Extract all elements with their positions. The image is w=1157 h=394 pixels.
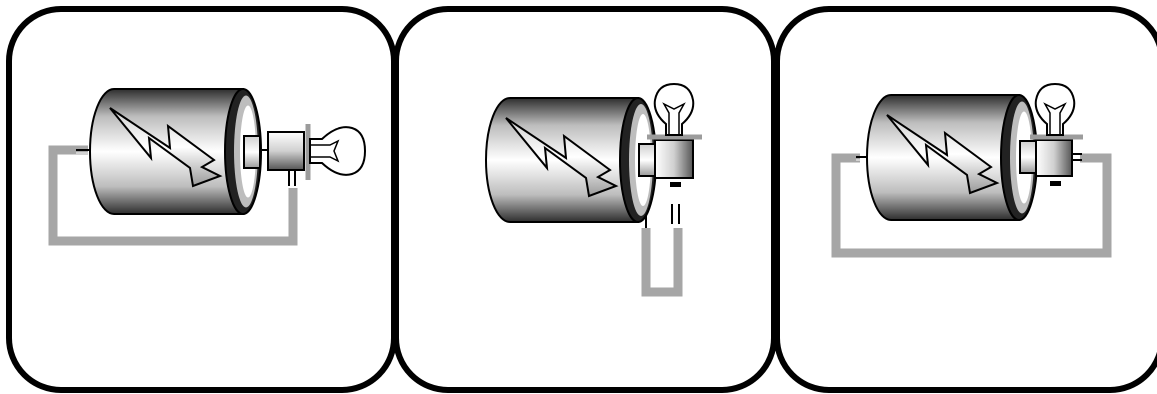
- bulb-socket-icon: [262, 124, 311, 186]
- battery-icon: [866, 94, 1039, 221]
- lightning-bolt-icon: [505, 117, 619, 198]
- panel-1: [6, 6, 397, 393]
- light-bulb-icon: [309, 126, 367, 176]
- lightning-bolt-icon: [109, 107, 223, 188]
- battery-icon: [485, 97, 658, 223]
- wire-icon: [831, 153, 1112, 258]
- light-bulb-icon: [653, 82, 695, 136]
- bulb-socket-icon: [647, 134, 702, 187]
- wire-icon: [641, 228, 683, 297]
- lightning-bolt-icon: [886, 114, 1000, 195]
- panel-3: [774, 6, 1157, 393]
- light-bulb-icon: [1034, 82, 1076, 136]
- wire-icon: [48, 145, 298, 246]
- panel-2: [393, 6, 777, 393]
- bulb-socket-icon: [1030, 134, 1083, 186]
- battery-icon: [89, 88, 262, 215]
